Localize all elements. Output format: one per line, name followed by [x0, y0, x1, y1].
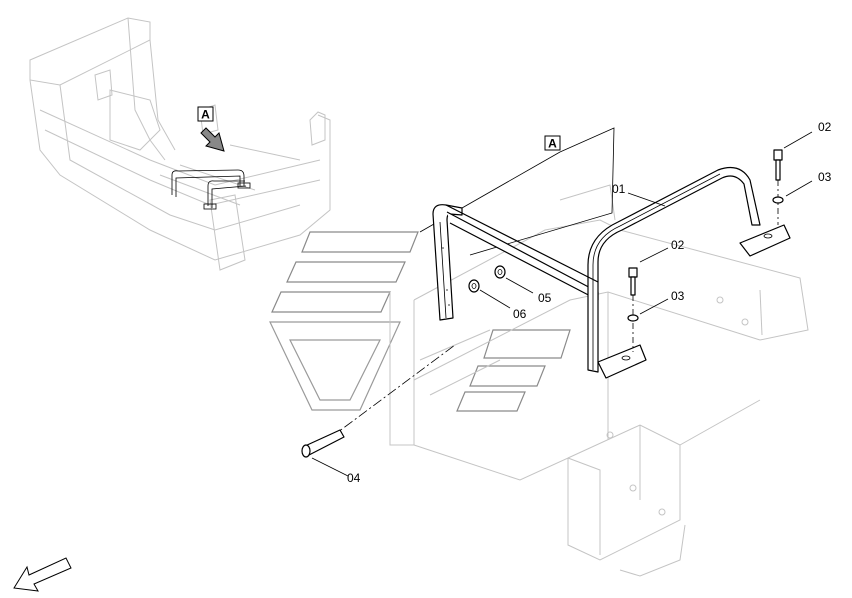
callout-02-right: 02 — [818, 120, 832, 134]
handle-part-01 — [432, 167, 791, 379]
callout-03-right: 03 — [818, 170, 832, 184]
overview-handle — [171, 169, 251, 210]
detail-view-marker: A — [419, 127, 615, 256]
view-marker-label-overview: A — [201, 108, 210, 122]
callout-01: 01 — [612, 182, 626, 196]
overview-view-marker: A — [197, 106, 225, 152]
direction-arrow-icon — [13, 557, 72, 592]
bolt-part-02-middle — [628, 267, 638, 352]
view-marker-label-detail: A — [548, 137, 557, 151]
callout-06: 06 — [513, 307, 527, 321]
bolt-part-02-right — [773, 149, 783, 225]
callout-labels: 01 02 03 02 03 04 05 06 — [347, 120, 832, 485]
nut-part-05 — [494, 265, 506, 279]
callout-04: 04 — [347, 471, 361, 485]
washer-part-06 — [468, 279, 480, 293]
overview-machine-frame — [29, 17, 331, 271]
washer-part-03-right — [772, 196, 784, 204]
washer-part-03-middle — [627, 314, 639, 322]
watermark-logo — [269, 231, 571, 412]
view-direction-arrow-icon — [200, 127, 225, 152]
leader-lines — [311, 131, 813, 477]
bolt-part-04 — [301, 344, 456, 458]
callout-05: 05 — [538, 291, 552, 305]
callout-03-middle: 03 — [671, 289, 685, 303]
callout-02-middle: 02 — [671, 238, 685, 252]
